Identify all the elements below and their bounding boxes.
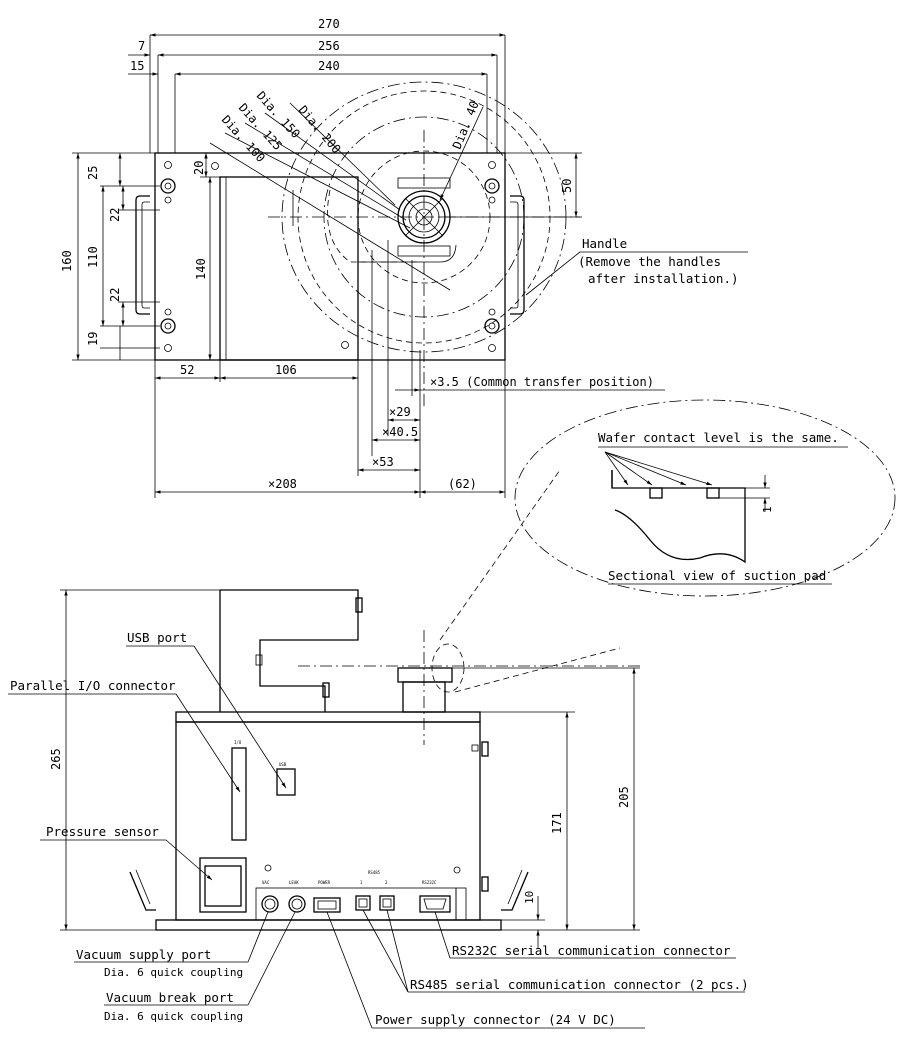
parallel-io-label: Parallel I/O connector bbox=[10, 678, 176, 693]
dim-22b: 22 bbox=[108, 288, 122, 302]
section-label: Sectional view of suction pad bbox=[608, 568, 826, 583]
dim-29: ×29 bbox=[389, 405, 411, 419]
dim-53: ×53 bbox=[372, 455, 394, 469]
dim-106: 106 bbox=[275, 363, 297, 377]
dim-19: 19 bbox=[86, 332, 100, 346]
front-base-plate bbox=[155, 919, 502, 931]
pressure-sensor bbox=[199, 857, 247, 913]
rs232-connector bbox=[419, 895, 451, 913]
dim-25: 25 bbox=[86, 166, 100, 180]
arm-upper bbox=[220, 589, 359, 712]
front-pad bbox=[397, 667, 453, 683]
handle-right bbox=[510, 195, 525, 315]
dim-270: 270 bbox=[318, 17, 340, 31]
panel-2-label: 2 bbox=[385, 880, 388, 885]
pad-section bbox=[611, 470, 746, 564]
dim-140: 140 bbox=[194, 258, 208, 280]
dim-20: 20 bbox=[192, 161, 206, 175]
usb-port-label: USB port bbox=[127, 630, 187, 645]
vacuum-supply-label: Vacuum supply port bbox=[76, 947, 211, 962]
panel-power-label: POWER bbox=[318, 880, 331, 885]
mount-holes bbox=[160, 161, 500, 352]
dim-40-5: ×40.5 bbox=[382, 425, 418, 439]
dim-15: 15 bbox=[130, 59, 144, 73]
dim-22a: 22 bbox=[108, 208, 122, 222]
dim-160: 160 bbox=[60, 250, 74, 272]
dia-40-label: Dia. 40 bbox=[450, 99, 482, 151]
handle-left bbox=[135, 195, 150, 315]
panel-rs485-label: RS485 bbox=[368, 870, 381, 875]
front-handle-left bbox=[129, 871, 156, 911]
vacuum-supply-sub: Dia. 6 quick coupling bbox=[104, 966, 243, 979]
dim-3-5: ×3.5 (Common transfer position) bbox=[430, 375, 654, 389]
vacuum-break-sub: Dia. 6 quick coupling bbox=[104, 1010, 243, 1023]
top-view: Dia. 200 Dia. 150 Dia. 125 Dia. 100 Dia.… bbox=[60, 17, 748, 498]
pressure-sensor-label: Pressure sensor bbox=[46, 824, 159, 839]
dim-110: 110 bbox=[86, 246, 100, 268]
dim-10: 10 bbox=[523, 891, 536, 904]
detail-view: Wafer contact level is the same. 1 Secti… bbox=[431, 399, 896, 693]
handle-note-2: after installation.) bbox=[588, 271, 739, 286]
panel-1-label: 1 bbox=[360, 880, 363, 885]
dim-240: 240 bbox=[318, 59, 340, 73]
rs485-connector-2 bbox=[379, 895, 395, 911]
vacuum-supply-port bbox=[261, 895, 279, 913]
dim-7: 7 bbox=[138, 39, 145, 53]
handle-note-1: (Remove the handles bbox=[578, 254, 721, 269]
dim-171: 171 bbox=[550, 812, 564, 834]
power-supply-label: Power supply connector (24 V DC) bbox=[375, 1012, 616, 1027]
dim-62: (62) bbox=[448, 477, 477, 491]
front-view: I/O USB VAC LEAK POWER 1 RS485 2 RS232C bbox=[8, 589, 749, 1029]
top-dims: 270 256 240 7 15 bbox=[128, 17, 506, 153]
rs232-label: RS232C serial communication connector bbox=[452, 943, 731, 958]
dim-205: 205 bbox=[617, 786, 631, 808]
panel-rs232-label: RS232C bbox=[422, 880, 437, 885]
usb-port bbox=[276, 768, 296, 796]
dim-208: ×208 bbox=[268, 477, 297, 491]
dim-1: 1 bbox=[761, 506, 774, 513]
bottom-dims: 52 106 ×3.5 (Common transfer position) ×… bbox=[154, 240, 665, 498]
panel-io-label: I/O bbox=[234, 740, 242, 745]
vacuum-break-port bbox=[288, 895, 306, 913]
vacuum-break-label: Vacuum break port bbox=[106, 990, 234, 1005]
left-dims: 160 110 25 22 22 19 20 140 bbox=[60, 152, 220, 361]
rs485-connector-1 bbox=[355, 895, 371, 911]
handle-label: Handle bbox=[582, 236, 627, 251]
parallel-io-port bbox=[231, 747, 247, 841]
dim-265: 265 bbox=[49, 748, 63, 770]
controller-body bbox=[219, 176, 359, 361]
panel-leak-label: LEAK bbox=[289, 880, 299, 885]
panel-usb-label: USB bbox=[279, 762, 287, 767]
front-handle-right bbox=[501, 871, 529, 911]
panel-vac-label: VAC bbox=[262, 880, 270, 885]
dim-256: 256 bbox=[318, 39, 340, 53]
rs485-label: RS485 serial communication connector (2 … bbox=[410, 977, 749, 992]
wafer-note: Wafer contact level is the same. bbox=[598, 430, 839, 445]
front-body bbox=[175, 721, 481, 921]
dim-50: 50 bbox=[560, 179, 574, 193]
dim-52: 52 bbox=[180, 363, 194, 377]
